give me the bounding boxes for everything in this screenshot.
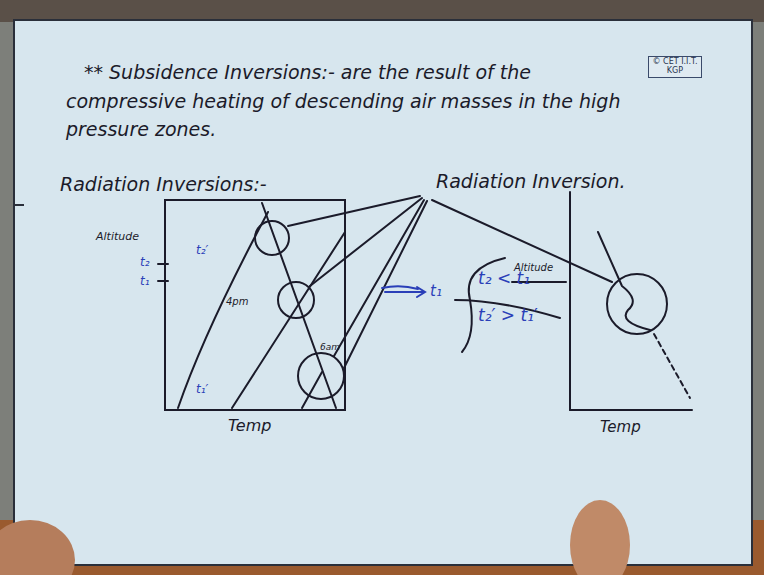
axis-tick xyxy=(158,263,168,265)
callout-label: Radiation Inversion. xyxy=(436,170,626,193)
axis-label: Temp xyxy=(228,416,271,435)
tick-label: t₂ xyxy=(140,255,150,269)
time-label: 4pm xyxy=(226,296,248,308)
hand xyxy=(570,500,630,575)
paper-mark xyxy=(14,204,24,206)
inversion-circle xyxy=(278,282,314,318)
inversion-circle xyxy=(255,221,289,255)
axis-label: Temp xyxy=(600,418,641,436)
temperature-line xyxy=(232,232,345,408)
leader-line xyxy=(288,196,420,226)
time-label: 6am xyxy=(320,342,340,353)
temperature-line xyxy=(302,372,322,408)
note-text: ** Subsidence Inversions:- are the resul… xyxy=(66,58,626,144)
relation-label: t₂′ > t₁′ xyxy=(478,305,538,325)
curve-label: t₂′ xyxy=(196,243,208,257)
temperature-profile xyxy=(598,232,650,330)
hand xyxy=(0,520,75,575)
leader-line xyxy=(344,201,427,368)
axis-label: Altitude xyxy=(96,230,139,243)
inversion-circle xyxy=(607,274,667,334)
temperature-profile xyxy=(654,334,690,398)
tick-label: t₁ xyxy=(140,274,150,288)
axis-label: Altitude xyxy=(514,262,553,274)
chart-frame xyxy=(165,200,345,410)
leader-line xyxy=(334,200,424,356)
watermark-text: © CET I.I.T. KGP xyxy=(652,58,698,76)
axis-tick xyxy=(158,280,168,282)
heading-label: Radiation Inversions:- xyxy=(60,173,267,196)
axis xyxy=(570,409,692,411)
curve-label: t₁′ xyxy=(196,382,208,396)
strike-through xyxy=(382,286,418,289)
axis xyxy=(569,192,571,410)
leader-line xyxy=(310,198,422,286)
paper-sheet xyxy=(14,20,752,565)
inversion-circle xyxy=(298,353,344,399)
arrow-line xyxy=(385,291,424,293)
leader-line xyxy=(432,200,612,282)
variable-label: t₁ xyxy=(430,282,442,300)
watermark-box: © CET I.I.T. KGP xyxy=(648,56,702,78)
top-edge xyxy=(0,0,764,22)
